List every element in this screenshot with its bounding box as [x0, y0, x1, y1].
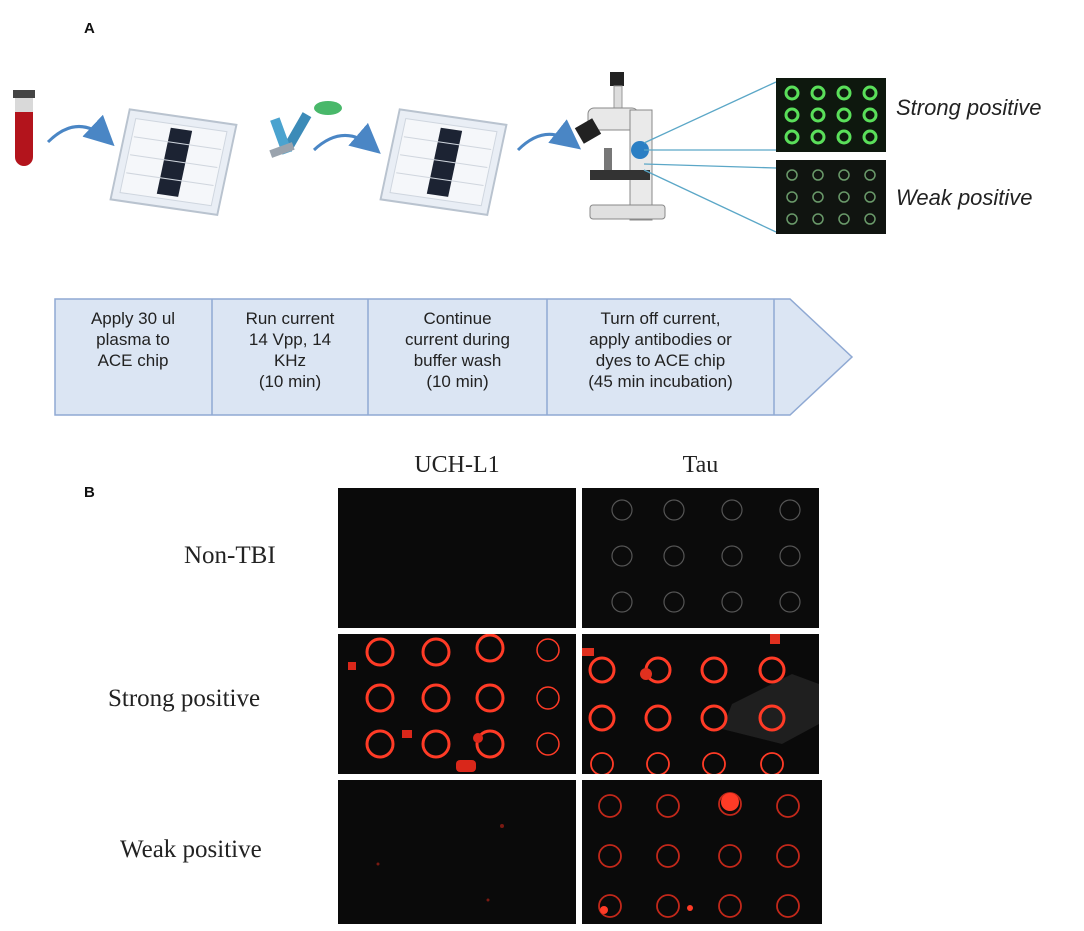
- tau-weak-positive-image: [582, 780, 822, 924]
- arrow-icon: [516, 119, 582, 152]
- antibody-icon: [269, 101, 342, 158]
- step-1: Apply 30 ul plasma to ACE chip: [90, 309, 176, 370]
- row-label-weak: Weak positive: [120, 836, 262, 863]
- arrow-icon: [46, 114, 115, 147]
- panel-b-label: B: [84, 484, 95, 501]
- weak-positive-thumbnail: [776, 160, 886, 234]
- step-4: Turn off current, apply antibodies or dy…: [588, 309, 733, 391]
- uchl1-weak-positive-image: [338, 780, 576, 924]
- strong-positive-thumbnail: [776, 78, 886, 152]
- ace-chip-icon: [379, 108, 508, 217]
- panel-a-label: A: [84, 20, 95, 37]
- step-2: Run current 14 Vpp, 14 KHz (10 min): [245, 309, 335, 391]
- microscope-icon: [574, 72, 666, 221]
- row-label-non-tbi: Non-TBI: [184, 542, 276, 569]
- tau-non-tbi-image: [582, 488, 819, 628]
- uchl1-strong-positive-image: [338, 634, 576, 774]
- blood-tube-icon: [13, 90, 35, 166]
- uchl1-non-tbi-image: [338, 488, 576, 628]
- step-3: Continue current during buffer wash (10 …: [405, 309, 510, 391]
- row-label-strong: Strong positive: [108, 685, 261, 712]
- step-banner: [54, 298, 854, 416]
- column-label-uchl1: UCH-L1: [414, 452, 500, 478]
- ace-chip-icon: [109, 108, 238, 217]
- workflow-illustration: [13, 72, 777, 233]
- tau-strong-positive-image: [582, 634, 819, 774]
- column-label-tau: Tau: [682, 452, 719, 478]
- result-label-strong: Strong positive: [896, 95, 1042, 120]
- result-label-weak: Weak positive: [896, 185, 1033, 210]
- arrow-icon: [312, 122, 381, 154]
